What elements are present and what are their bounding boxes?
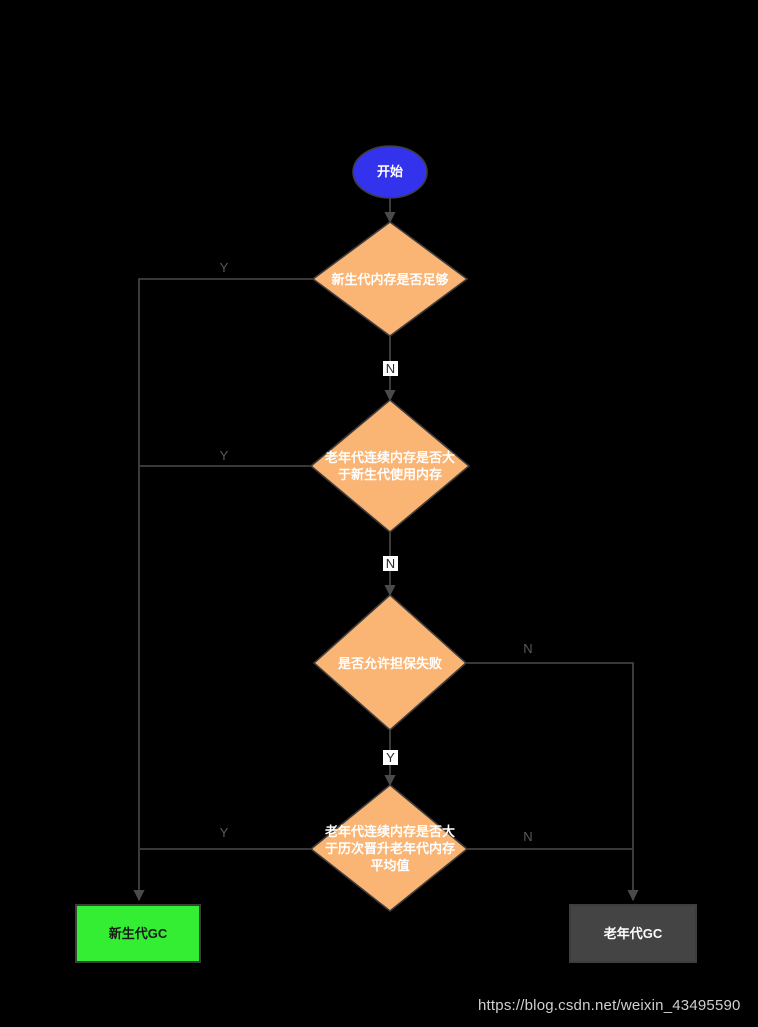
- edge-label-decision3-yes: Y: [383, 750, 398, 765]
- edge-decision3-no: [466, 662, 639, 902]
- node-old-gc[interactable]: [569, 904, 697, 963]
- edge-decision1-yes: [133, 278, 313, 902]
- edge-label-decision2-no: N: [383, 556, 398, 571]
- edge-label-decision1-no: N: [383, 361, 398, 376]
- edge-label-decision4-no: N: [523, 829, 533, 844]
- edge-label-decision2-yes: Y: [219, 448, 229, 463]
- node-decision3[interactable]: [312, 593, 468, 732]
- node-young-gc[interactable]: [75, 904, 201, 963]
- node-start[interactable]: [352, 145, 428, 199]
- edge-label-decision4-yes: Y: [219, 825, 229, 840]
- edge-label-decision3-no: N: [523, 641, 533, 656]
- node-decision4[interactable]: [309, 783, 469, 913]
- edge-label-decision1-yes: Y: [219, 260, 229, 275]
- nodes-layer: [75, 145, 697, 963]
- node-decision2[interactable]: [309, 398, 471, 534]
- node-decision1[interactable]: [311, 221, 469, 337]
- watermark-text: https://blog.csdn.net/weixin_43495590: [478, 997, 741, 1014]
